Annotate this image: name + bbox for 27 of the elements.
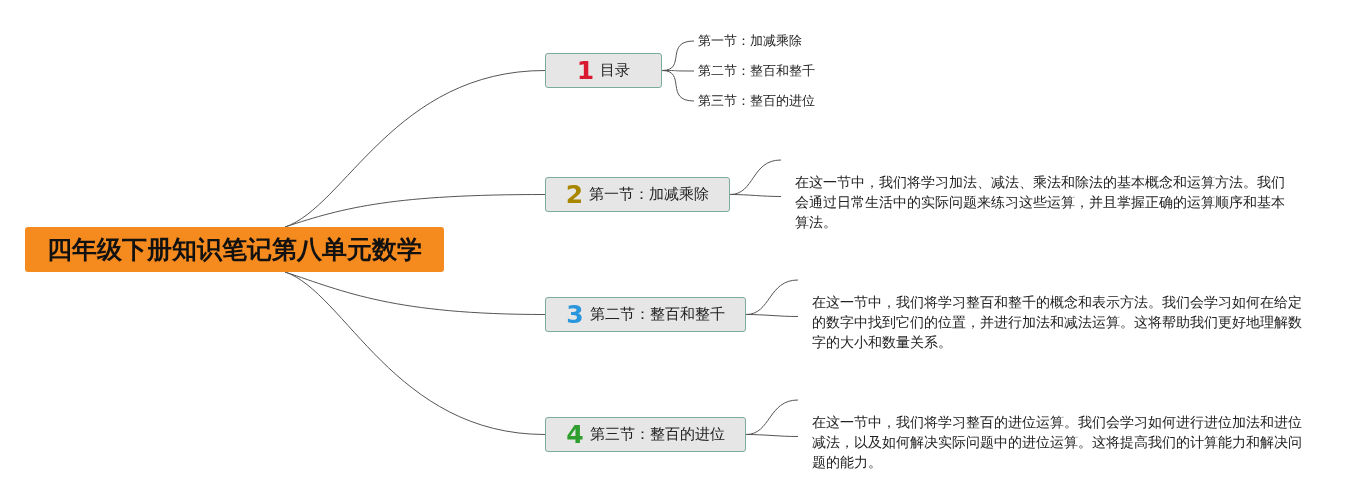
topic-label: 第一节：加减乘除 <box>589 185 710 204</box>
topic-label: 第三节：整百的进位 <box>589 425 725 444</box>
topic-label: 目录 <box>600 61 631 80</box>
number-label: 2 <box>565 182 584 207</box>
description-text: 在这一节中，我们将学习加法、减法、乘法和除法的基本概念和运算方法。我们会通过日常生活中的实际问题来练习这些运算，并且掌握正确的运算顺序和基本算法。 <box>795 172 1292 232</box>
description-text: 在这一节中，我们将学习整百的进位运算。我们会学习如何进行进位加法和进位减法，以及如何解决实际问题中的进位运算。这将提高我们的计算能力和解决问题的能力。 <box>812 412 1309 472</box>
connector-line <box>284 194 546 228</box>
connector-line <box>745 399 799 437</box>
topic-box <box>545 177 730 212</box>
topic-box <box>545 297 746 332</box>
number-label: 1 <box>576 58 595 83</box>
topic-label: 第二节：整百和整千 <box>589 305 725 324</box>
topic-box <box>545 53 662 88</box>
subtopic-text: 第三节：整百的进位 <box>698 92 838 110</box>
description-text: 在这一节中，我们将学习整百和整千的概念和表示方法。我们会学习如何在给定的数字中找到它们的位置，并进行加法和减法运算。这将帮助我们更好地理解数字的大小和数量关系。 <box>812 292 1309 352</box>
subtopic-text: 第二节：整百和整千 <box>698 62 838 80</box>
connector-line <box>745 279 799 317</box>
connector-line <box>729 159 782 197</box>
connector-line <box>661 70 695 102</box>
subtopic-text: 第一节：加减乘除 <box>698 32 838 50</box>
number-label: 4 <box>566 422 584 447</box>
number-label: 3 <box>566 302 584 327</box>
central-topic-box <box>25 227 444 272</box>
topic-box <box>545 417 746 452</box>
connector-line <box>284 271 546 435</box>
connector-line <box>284 70 546 228</box>
title-label: 四年级下册知识笔记第八单元数学 <box>47 234 422 266</box>
